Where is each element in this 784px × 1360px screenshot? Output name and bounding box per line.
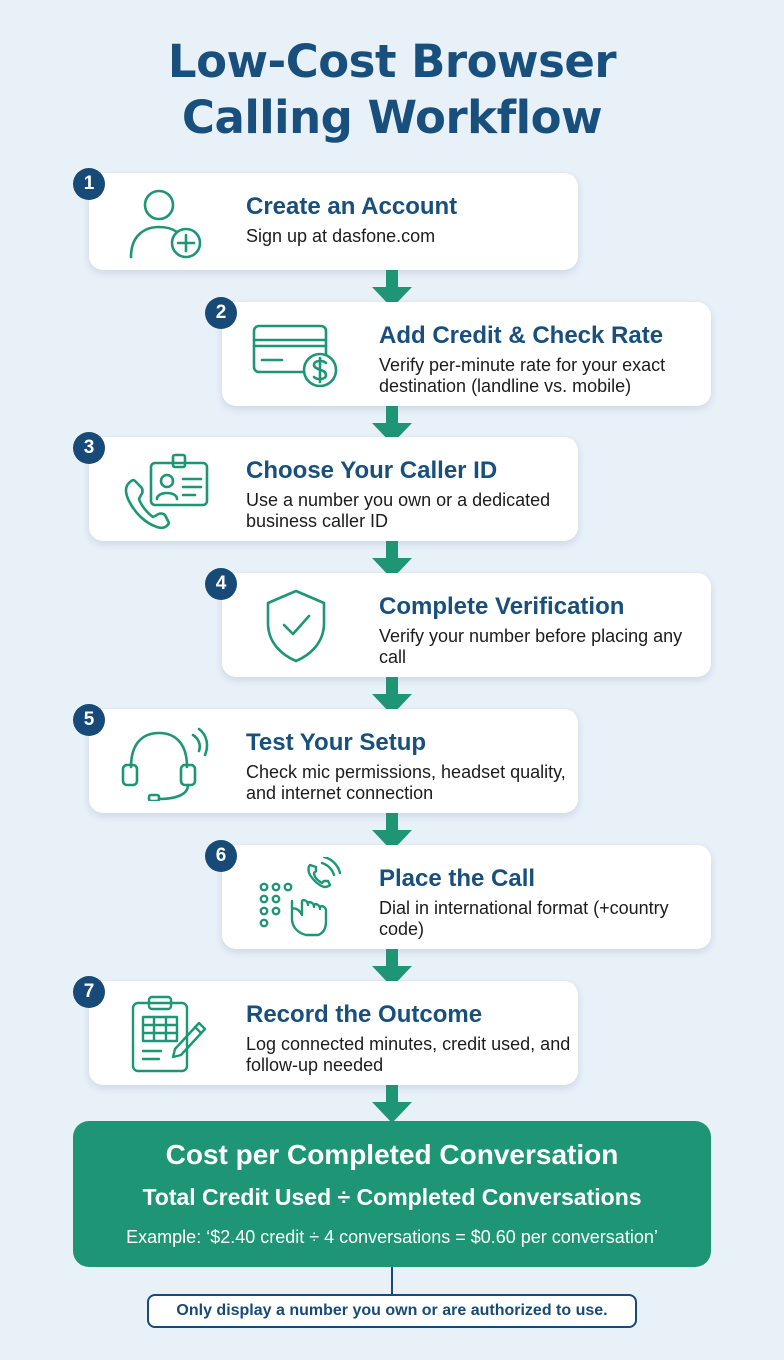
- step-description: Sign up at dasfone.com: [246, 226, 436, 246]
- step-title: Place the Call: [379, 865, 536, 892]
- flow-arrow-4: [371, 677, 413, 717]
- step-title: Add Credit & Check Rate: [379, 322, 664, 349]
- step-number-badge: 6: [205, 840, 237, 872]
- flow-arrow-1: [371, 270, 413, 310]
- step-card-3: Choose Your Caller ID Use a number you o…: [89, 437, 578, 541]
- step-description: Check mic permissions, headset quality, …: [246, 762, 566, 803]
- step-number-badge: 2: [205, 297, 237, 329]
- step-card-5: Test Your Setup Check mic permissions, h…: [89, 709, 578, 813]
- step-card-1: Create an Account Sign up at dasfone.com: [89, 173, 578, 270]
- page-title: Low-Cost Browser Calling Workflow: [0, 34, 784, 146]
- headset-icon: [119, 721, 209, 801]
- step-description: Verify per-minute rate for your exact de…: [379, 355, 666, 396]
- step-title: Choose Your Caller ID: [246, 457, 498, 484]
- flow-arrow-5: [371, 813, 413, 853]
- step-number-badge: 3: [73, 432, 105, 464]
- title-line-1: Low-Cost Browser: [167, 35, 617, 88]
- step-number-badge: 4: [205, 568, 237, 600]
- authorization-note: Only display a number you own or are aut…: [147, 1294, 637, 1328]
- step-number-badge: 7: [73, 976, 105, 1008]
- step-card-7: Record the Outcome Log connected minutes…: [89, 981, 578, 1085]
- step-card-2: Add Credit & Check Rate Verify per-minut…: [222, 302, 711, 406]
- step-number-badge: 5: [73, 704, 105, 736]
- step-card-4: Complete Verification Verify your number…: [222, 573, 711, 677]
- cost-formula-box: Cost per Completed Conversation Total Cr…: [73, 1121, 711, 1267]
- step-description: Log connected minutes, credit used, and …: [246, 1034, 571, 1075]
- formula-example: Example: ‘$2.40 credit ÷ 4 conversations…: [126, 1227, 658, 1247]
- step-description: Use a number you own or a dedicated busi…: [246, 490, 551, 531]
- flow-arrow-6: [371, 949, 413, 989]
- step-title: Create an Account: [246, 193, 458, 220]
- step-title: Complete Verification: [379, 593, 625, 620]
- formula-title: Cost per Completed Conversation: [165, 1139, 619, 1170]
- step-number-badge: 1: [73, 168, 105, 200]
- step-description: Dial in international format (+country c…: [379, 898, 669, 939]
- clipboard-log-icon: [119, 993, 209, 1073]
- shield-check-icon: [252, 585, 342, 665]
- title-line-2: Calling Workflow: [181, 91, 603, 144]
- formula-equation: Total Credit Used ÷ Completed Conversati…: [142, 1184, 642, 1210]
- credit-card-dollar-icon: [252, 314, 342, 394]
- keypad-dial-icon: [252, 857, 342, 937]
- step-title: Test Your Setup: [246, 729, 427, 756]
- note-connector-line: [391, 1267, 393, 1294]
- step-card-6: Place the Call Dial in international for…: [222, 845, 711, 949]
- step-description: Verify your number before placing any ca…: [379, 626, 683, 667]
- phone-id-card-icon: [119, 449, 209, 529]
- add-user-icon: [119, 185, 209, 265]
- flow-arrow-2: [371, 406, 413, 446]
- step-title: Record the Outcome: [246, 1001, 483, 1028]
- flow-arrow-7: [371, 1085, 413, 1125]
- flow-arrow-3: [371, 541, 413, 581]
